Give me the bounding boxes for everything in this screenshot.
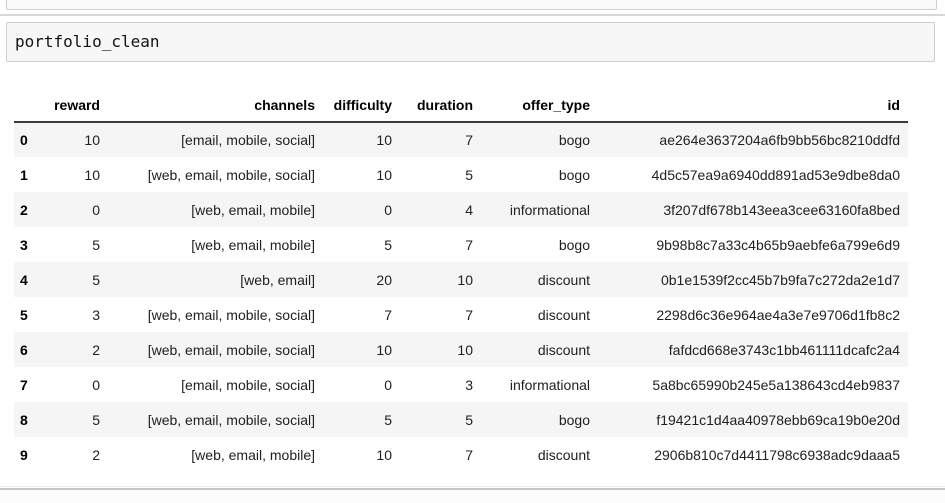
cell-offer-type: discount (537, 271, 590, 288)
table-row: 9 2 [web, email, mobile] 10 7 discount 2… (14, 437, 908, 472)
cell-duration: 4 (465, 201, 473, 218)
row-index: 5 (20, 306, 28, 323)
cell-duration: 5 (465, 411, 473, 428)
row-index: 4 (20, 271, 28, 288)
cell-divider-top (0, 14, 945, 16)
row-index: 0 (20, 132, 28, 148)
next-cell-area (0, 490, 945, 503)
previous-code-cell[interactable] (6, 0, 937, 10)
cell-difficulty: 10 (376, 341, 392, 358)
table-row: 6 2 [web, email, mobile, social] 10 10 d… (14, 332, 908, 367)
cell-duration: 7 (465, 446, 473, 463)
cell-id: 4d5c57ea9a6940dd891ad53e9dbe8da0 (651, 166, 900, 183)
cell-duration: 7 (465, 306, 473, 323)
cell-channels: [web, email, mobile] (191, 446, 315, 463)
cell-channels: [web, email, mobile] (191, 236, 315, 253)
table-row: 0 10 [email, mobile, social] 10 7 bogo a… (14, 122, 908, 157)
cell-difficulty: 0 (384, 376, 392, 393)
cell-reward: 0 (92, 376, 100, 393)
cell-offer-type: bogo (558, 166, 590, 183)
row-index: 1 (20, 166, 28, 183)
column-header-duration: duration (400, 88, 481, 123)
cell-id: 3f207df678b143eea3cee63160fa8bed (663, 201, 900, 218)
cell-id: 9b98b8c7a33c4b65b9aebfe6a799e6d9 (656, 236, 900, 253)
cell-reward: 0 (92, 201, 100, 218)
row-index: 8 (20, 411, 28, 428)
table-row: 3 5 [web, email, mobile] 5 7 bogo 9b98b8… (14, 227, 908, 262)
cell-offer-type: informational (509, 201, 590, 218)
cell-duration: 7 (465, 132, 473, 148)
cell-duration: 7 (465, 236, 473, 253)
cell-id: f19421c1d4aa40978ebb69ca19b0e20d (656, 411, 900, 428)
table-row: 7 0 [email, mobile, social] 0 3 informat… (14, 367, 908, 402)
cell-id: 2298d6c36e964ae4a3e7e9706d1fb8c2 (656, 306, 900, 323)
cell-reward: 2 (92, 446, 100, 463)
cell-channels: [web, email, mobile, social] (147, 166, 315, 183)
cell-offer-type: bogo (558, 236, 590, 253)
column-header-channels: channels (108, 88, 323, 123)
cell-reward: 10 (84, 166, 100, 183)
cell-difficulty: 10 (376, 132, 392, 148)
cell-divider-bottom-faint (0, 486, 945, 487)
cell-difficulty: 5 (384, 411, 392, 428)
table-row: 8 5 [web, email, mobile, social] 5 5 bog… (14, 402, 908, 437)
cell-reward: 10 (84, 132, 100, 148)
cell-id: 0b1e1539f2cc45b7b9fa7c272da2e1d7 (660, 271, 900, 288)
cell-channels: [web, email] (240, 271, 315, 288)
row-index: 9 (20, 446, 28, 463)
code-input[interactable]: portfolio_clean (15, 32, 160, 51)
cell-difficulty: 10 (376, 166, 392, 183)
table-row: 2 0 [web, email, mobile] 0 4 information… (14, 192, 908, 227)
row-index: 6 (20, 341, 28, 358)
cell-offer-type: discount (537, 341, 590, 358)
cell-difficulty: 7 (384, 306, 392, 323)
cell-offer-type: bogo (558, 411, 590, 428)
cell-id: fafdcd668e3743c1bb461111dcafc2a4 (668, 341, 900, 358)
cell-reward: 5 (92, 236, 100, 253)
cell-difficulty: 20 (376, 271, 392, 288)
table-header-row: reward channels difficulty duration offe… (14, 88, 908, 123)
row-index: 2 (20, 201, 28, 218)
cell-difficulty: 10 (376, 446, 392, 463)
column-header-reward: reward (44, 88, 108, 123)
code-cell[interactable]: portfolio_clean (6, 22, 935, 62)
index-header (14, 88, 44, 123)
output-area: reward channels difficulty duration offe… (14, 88, 908, 472)
cell-offer-type: informational (509, 376, 590, 393)
cell-channels: [web, email, mobile, social] (147, 306, 315, 323)
row-index: 3 (20, 236, 28, 253)
table-row: 5 3 [web, email, mobile, social] 7 7 dis… (14, 297, 908, 332)
cell-id: 2906b810c7d4411798c6938adc9daaa5 (654, 446, 900, 463)
cell-channels: [web, email, mobile, social] (147, 341, 315, 358)
cell-channels: [email, mobile, social] (181, 132, 315, 148)
cell-offer-type: discount (537, 446, 590, 463)
cell-id: 5a8bc65990b245e5a138643cd4eb9837 (652, 376, 900, 393)
cell-divider-bottom (0, 488, 945, 490)
cell-reward: 2 (92, 341, 100, 358)
cell-id: ae264e3637204a6fb9bb56bc8210ddfd (659, 132, 900, 148)
column-header-id: id (598, 88, 908, 123)
cell-channels: [email, mobile, social] (181, 376, 315, 393)
table-row: 1 10 [web, email, mobile, social] 10 5 b… (14, 157, 908, 192)
column-header-offer-type: offer_type (481, 88, 598, 123)
dataframe-table: reward channels difficulty duration offe… (14, 88, 908, 472)
cell-offer-type: discount (537, 306, 590, 323)
cell-channels: [web, email, mobile] (191, 201, 315, 218)
dataframe-body: 0 10 [email, mobile, social] 10 7 bogo a… (14, 122, 908, 472)
cell-reward: 3 (92, 306, 100, 323)
cell-difficulty: 5 (384, 236, 392, 253)
cell-duration: 3 (465, 376, 473, 393)
cell-duration: 10 (457, 341, 473, 358)
cell-duration: 10 (457, 271, 473, 288)
cell-reward: 5 (92, 271, 100, 288)
cell-offer-type: bogo (558, 132, 590, 148)
cell-difficulty: 0 (384, 201, 392, 218)
row-index: 7 (20, 376, 28, 393)
column-header-difficulty: difficulty (323, 88, 400, 123)
cell-duration: 5 (465, 166, 473, 183)
cell-reward: 5 (92, 411, 100, 428)
table-row: 4 5 [web, email] 20 10 discount 0b1e1539… (14, 262, 908, 297)
cell-channels: [web, email, mobile, social] (147, 411, 315, 428)
